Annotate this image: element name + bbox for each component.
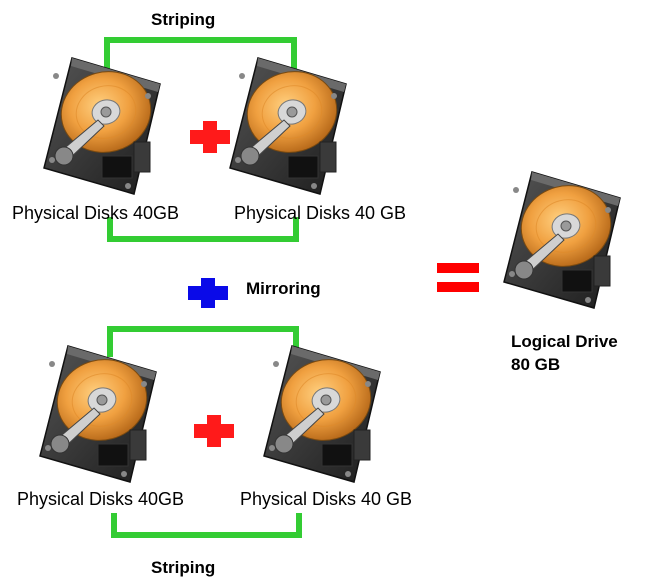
disk-label-bottom-right: Physical Disks 40 GB [240,489,413,509]
mirroring-label: Mirroring [246,279,321,298]
hard-disk-icon [502,170,622,310]
hard-disk-icon [262,344,382,484]
logical-drive-label: Logical Drive [511,332,618,351]
striping-label-bottom: Striping [151,558,216,577]
hard-disk-icon [42,56,162,196]
disk-label-top-right: Physical Disks 40 GB [234,203,407,223]
hard-disk-icon [228,56,348,196]
disk-label-top-left: Physical Disks 40GB [12,203,180,223]
striping-bracket-bottom [111,513,302,538]
blue-plus-icon [188,278,228,308]
striping-bracket-top [104,37,297,69]
hard-disk-icon [38,344,158,484]
striping-label-top: Striping [151,10,216,29]
disk-label-bottom-left: Physical Disks 40GB [17,489,185,509]
red-plus-icon [194,415,234,447]
striping-bracket-top-under [107,217,299,242]
equals-icon [437,263,479,292]
logical-drive-size: 80 GB [511,355,561,374]
striping-bracket-bottom-over [107,326,299,357]
red-plus-icon [190,121,230,153]
